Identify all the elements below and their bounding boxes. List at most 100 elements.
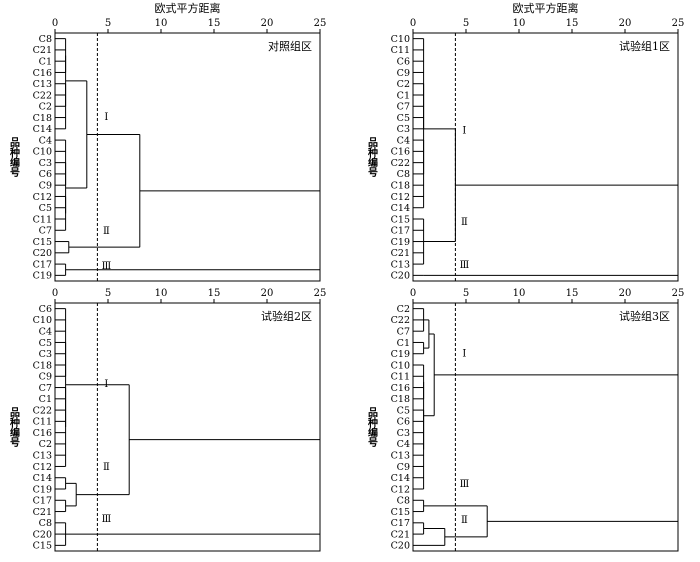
axis-tick-label: 5 xyxy=(105,18,111,29)
axis-tick-label: 0 xyxy=(410,18,416,29)
axis-tick-label: 25 xyxy=(672,288,685,299)
cluster-label: Ⅱ xyxy=(461,217,468,228)
panel-frame xyxy=(54,302,321,552)
leaf-label: C7 xyxy=(39,383,52,394)
leaf-label: C4 xyxy=(397,439,410,450)
axis-tick-label: 10 xyxy=(513,288,526,299)
leaf-label: C3 xyxy=(397,124,410,135)
cluster-label: Ⅱ xyxy=(461,515,468,526)
leaf-label: C16 xyxy=(391,383,410,394)
axis-tick-label: 25 xyxy=(314,288,327,299)
leaf-label: C18 xyxy=(33,113,52,124)
leaf-label: C8 xyxy=(397,169,410,180)
leaf-label: C7 xyxy=(39,226,52,237)
leaf-label: C13 xyxy=(33,450,52,461)
leaf-label: C12 xyxy=(391,192,410,203)
y-axis-label: 品种编号 xyxy=(366,137,379,178)
leaf-label: C17 xyxy=(391,518,410,529)
panel-name: 试验组1区 xyxy=(619,39,670,53)
axis-tick-label: 5 xyxy=(463,288,469,299)
leaf-label: C20 xyxy=(33,529,52,540)
axis-tick-label: 25 xyxy=(672,18,685,29)
cluster-label: Ⅱ xyxy=(103,226,110,237)
leaf-label: C16 xyxy=(391,147,410,158)
axis-tick-label: 15 xyxy=(566,288,579,299)
leaf-label: C12 xyxy=(33,192,52,203)
cluster-label: Ⅰ xyxy=(462,126,466,137)
leaf-label: C13 xyxy=(33,79,52,90)
axis-tick-label: 10 xyxy=(513,18,526,29)
leaf-label: C17 xyxy=(391,226,410,237)
axis-tick-label: 5 xyxy=(105,288,111,299)
leaf-label: C18 xyxy=(391,394,410,405)
leaf-label: C5 xyxy=(397,113,410,124)
axis-tick-label: 20 xyxy=(619,288,632,299)
cluster-label: Ⅱ xyxy=(103,462,110,473)
leaf-label: C10 xyxy=(391,34,410,45)
leaf-label: C21 xyxy=(33,507,52,518)
leaf-label: C11 xyxy=(391,45,410,56)
leaf-label: C13 xyxy=(391,259,410,270)
cluster-label: Ⅲ xyxy=(102,514,112,525)
leaf-label: C6 xyxy=(39,169,52,180)
axis-tick-label: 0 xyxy=(52,18,58,29)
panel-frame xyxy=(412,32,679,282)
leaf-label: C2 xyxy=(39,102,52,113)
leaf-label: C14 xyxy=(33,124,52,135)
leaf-label: C15 xyxy=(391,214,410,225)
leaf-label: C17 xyxy=(33,496,52,507)
leaf-label: C11 xyxy=(33,417,52,428)
panel-name: 试验组3区 xyxy=(619,309,670,323)
leaf-label: C1 xyxy=(397,90,410,101)
axis-title: 欧式平方距离 xyxy=(513,1,579,15)
axis-title: 欧式平方距离 xyxy=(155,1,221,15)
panel-name: 试验组2区 xyxy=(261,309,312,323)
leaf-label: C9 xyxy=(39,372,52,383)
axis-tick-label: 10 xyxy=(155,288,168,299)
leaf-label: C8 xyxy=(397,496,410,507)
cluster-label: Ⅲ xyxy=(460,479,470,490)
leaf-label: C14 xyxy=(33,473,52,484)
cluster-label: Ⅰ xyxy=(104,112,108,123)
leaf-label: C2 xyxy=(397,79,410,90)
leaf-label: C3 xyxy=(39,349,52,360)
leaf-label: C18 xyxy=(391,180,410,191)
leaf-label: C5 xyxy=(39,203,52,214)
leaf-label: C1 xyxy=(39,394,52,405)
leaf-label: C20 xyxy=(33,248,52,259)
axis-tick-label: 15 xyxy=(566,18,579,29)
panel-frame xyxy=(54,32,321,282)
leaf-label: C13 xyxy=(391,450,410,461)
leaf-label: C20 xyxy=(391,541,410,552)
leaf-label: C5 xyxy=(397,405,410,416)
leaf-label: C21 xyxy=(391,248,410,259)
leaf-label: C9 xyxy=(397,462,410,473)
axis-tick-label: 20 xyxy=(619,18,632,29)
leaf-label: C19 xyxy=(391,237,410,248)
leaf-label: C12 xyxy=(391,484,410,495)
leaf-label: C8 xyxy=(39,34,52,45)
leaf-label: C3 xyxy=(39,158,52,169)
cluster-label: Ⅲ xyxy=(460,260,470,271)
leaf-label: C22 xyxy=(33,90,52,101)
leaf-label: C10 xyxy=(33,315,52,326)
leaf-label: C4 xyxy=(397,135,410,146)
axis-tick-label: 0 xyxy=(410,288,416,299)
leaf-label: C11 xyxy=(33,214,52,225)
leaf-label: C7 xyxy=(397,102,410,113)
leaf-label: C20 xyxy=(391,271,410,282)
leaf-label: C14 xyxy=(391,473,410,484)
leaf-label: C2 xyxy=(39,439,52,450)
leaf-label: C21 xyxy=(391,529,410,540)
leaf-label: C18 xyxy=(33,360,52,371)
axis-tick-label: 20 xyxy=(261,288,274,299)
y-axis-label: 品种编号 xyxy=(8,407,21,448)
leaf-label: C17 xyxy=(33,259,52,270)
leaf-label: C14 xyxy=(391,203,410,214)
axis-tick-label: 5 xyxy=(463,18,469,29)
